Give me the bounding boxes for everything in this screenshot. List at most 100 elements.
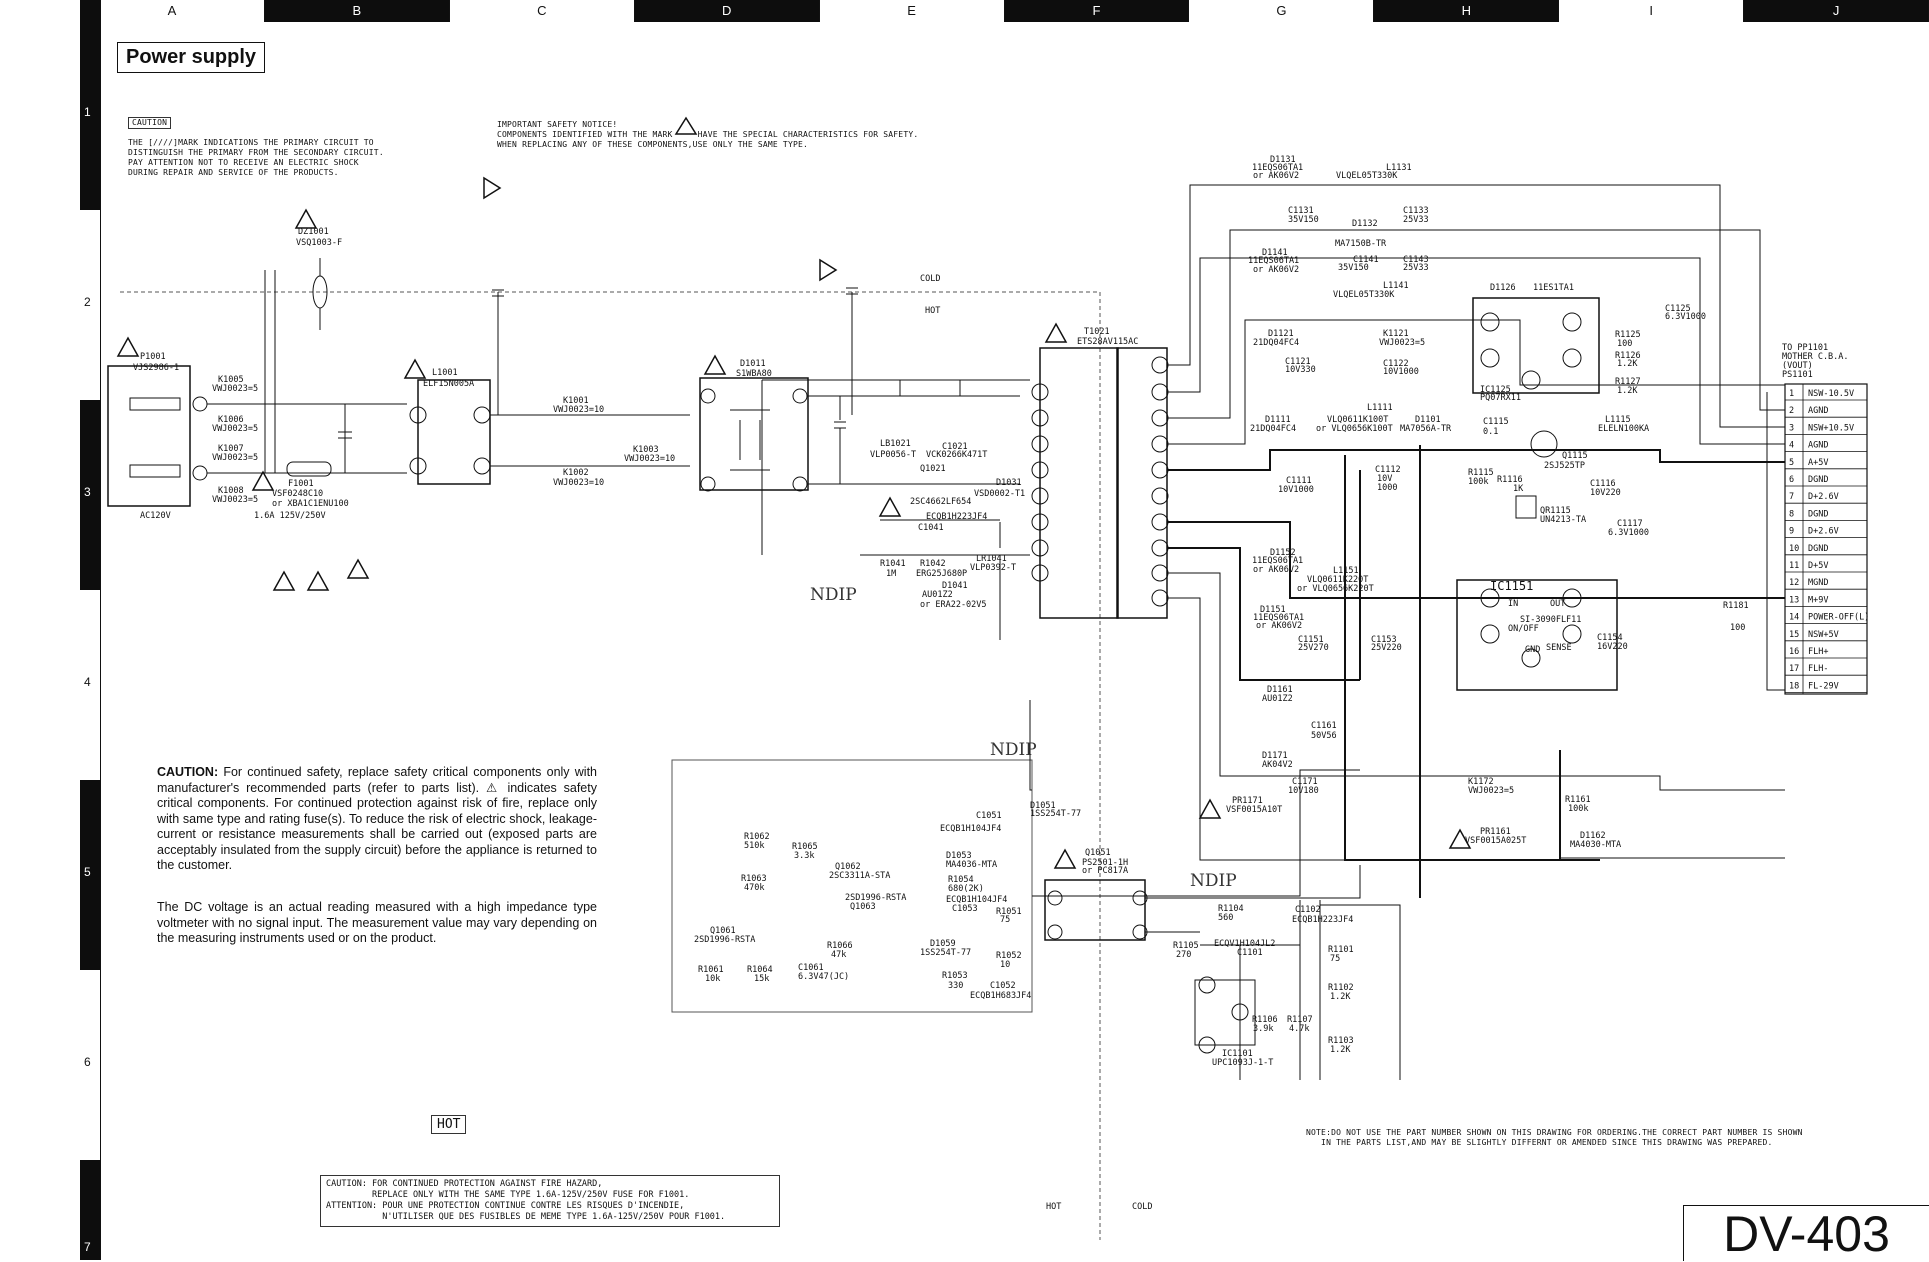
- svg-text:VWJ0023=10: VWJ0023=10: [553, 478, 604, 488]
- connector-pin-number: 7: [1789, 492, 1794, 502]
- svg-text:R1105: R1105: [1173, 941, 1199, 951]
- svg-text:SI-3090FLF11: SI-3090FLF11: [1520, 615, 1581, 625]
- svg-text:PS1101: PS1101: [1782, 370, 1813, 380]
- svg-text:TO PP1101: TO PP1101: [1782, 343, 1828, 353]
- svg-text:or AK06V2: or AK06V2: [1256, 621, 1302, 631]
- svg-text:DZ1001: DZ1001: [298, 227, 329, 237]
- svg-text:R1064: R1064: [747, 965, 773, 975]
- svg-text:R1054: R1054: [948, 875, 974, 885]
- svg-text:11EQS06TA1: 11EQS06TA1: [1252, 556, 1303, 566]
- svg-text:C1153: C1153: [1371, 635, 1397, 645]
- svg-text:L1141: L1141: [1383, 281, 1409, 291]
- svg-text:2SD1996-RSTA: 2SD1996-RSTA: [845, 893, 906, 903]
- hot-box: HOT: [431, 1115, 467, 1134]
- svg-text:15k: 15k: [754, 974, 769, 984]
- svg-text:1.2K: 1.2K: [1330, 992, 1351, 1002]
- connector-pin-name: A+5V: [1808, 458, 1828, 468]
- svg-text:VLP0392-T: VLP0392-T: [970, 563, 1016, 573]
- svg-text:21DQ04FC4: 21DQ04FC4: [1253, 338, 1299, 348]
- svg-text:100k: 100k: [1468, 477, 1488, 487]
- svg-text:Q1061: Q1061: [710, 926, 736, 936]
- svg-text:PR1161: PR1161: [1480, 827, 1511, 837]
- connector-pin-name: NSW+5V: [1808, 630, 1839, 640]
- svg-text:IC1125: IC1125: [1480, 385, 1511, 395]
- svg-text:25V33: 25V33: [1403, 215, 1429, 225]
- svg-text:L1001: L1001: [432, 368, 458, 378]
- svg-text:C1061: C1061: [798, 963, 824, 973]
- col-b: B: [264, 0, 450, 22]
- svg-text:VCK0266K471T: VCK0266K471T: [926, 450, 987, 460]
- svg-text:(VOUT): (VOUT): [1782, 361, 1813, 371]
- row-4: 4: [80, 590, 100, 780]
- ndip-label-1: NDIP: [810, 585, 857, 605]
- connector-pin-number: 17: [1789, 664, 1799, 674]
- row-5: 5: [80, 780, 100, 970]
- ndip-label-2: NDIP: [990, 740, 1037, 760]
- svg-text:VWJ0023=5: VWJ0023=5: [1379, 338, 1425, 348]
- col-a: A: [80, 0, 265, 22]
- svg-text:10V: 10V: [1377, 474, 1392, 484]
- svg-text:C1051: C1051: [976, 811, 1002, 821]
- svg-text:T1021: T1021: [1084, 327, 1110, 337]
- svg-text:C1116: C1116: [1590, 479, 1616, 489]
- svg-text:K1172: K1172: [1468, 777, 1494, 787]
- svg-text:10k: 10k: [705, 974, 720, 984]
- svg-text:K1005: K1005: [218, 375, 244, 385]
- svg-text:COLD: COLD: [1132, 1202, 1152, 1212]
- caution-lead: CAUTION:: [157, 765, 219, 779]
- svg-text:10V330: 10V330: [1285, 365, 1316, 375]
- col-i: I: [1559, 0, 1745, 22]
- column-index-bar: A B C D E F G H I J: [80, 0, 1929, 22]
- svg-text:ON/OFF: ON/OFF: [1508, 624, 1539, 634]
- svg-text:L1115: L1115: [1605, 415, 1631, 425]
- svg-text:L1111: L1111: [1367, 403, 1393, 413]
- svg-text:K1008: K1008: [218, 486, 244, 496]
- svg-text:D1152: D1152: [1270, 548, 1296, 558]
- svg-text:D1161: D1161: [1267, 685, 1293, 695]
- connector-pin-number: 1: [1789, 389, 1794, 399]
- svg-text:D1051: D1051: [1030, 801, 1056, 811]
- svg-text:C1143: C1143: [1403, 255, 1429, 265]
- svg-text:L1151: L1151: [1333, 566, 1359, 576]
- svg-text:510k: 510k: [744, 841, 764, 851]
- col-g: G: [1189, 0, 1375, 22]
- svg-text:R1103: R1103: [1328, 1036, 1354, 1046]
- svg-text:C1161: C1161: [1311, 721, 1337, 731]
- svg-text:or PC817A: or PC817A: [1082, 866, 1128, 876]
- svg-text:2SJ525TP: 2SJ525TP: [1544, 461, 1585, 471]
- svg-text:C1112: C1112: [1375, 465, 1401, 475]
- svg-text:6.3V1000: 6.3V1000: [1608, 528, 1649, 538]
- svg-text:ELELN100KA: ELELN100KA: [1598, 424, 1649, 434]
- svg-text:QR1115: QR1115: [1540, 506, 1571, 516]
- svg-text:C1171: C1171: [1292, 777, 1318, 787]
- svg-text:R1061: R1061: [698, 965, 724, 975]
- safety-notice: IMPORTANT SAFETY NOTICE! COMPONENTS IDEN…: [497, 120, 919, 149]
- connector-pin-number: 11: [1789, 561, 1799, 571]
- svg-text:L1131: L1131: [1386, 163, 1412, 173]
- svg-text:C1131: C1131: [1288, 206, 1314, 216]
- svg-text:ERG25J680P: ERG25J680P: [916, 569, 967, 579]
- svg-text:21DQ04FC4: 21DQ04FC4: [1250, 424, 1296, 434]
- svg-text:PS2501-1H: PS2501-1H: [1082, 858, 1128, 868]
- svg-text:R1051: R1051: [996, 907, 1022, 917]
- svg-text:25V33: 25V33: [1403, 263, 1429, 273]
- ndip-label-3: NDIP: [1190, 871, 1237, 891]
- svg-text:VLP0056-T: VLP0056-T: [870, 450, 916, 460]
- svg-text:MA7150B-TR: MA7150B-TR: [1335, 239, 1387, 249]
- svg-text:K1001: K1001: [563, 396, 589, 406]
- svg-text:D1131: D1131: [1270, 155, 1296, 165]
- svg-text:2SC4662LF654: 2SC4662LF654: [910, 497, 971, 507]
- svg-text:R1104: R1104: [1218, 904, 1244, 914]
- svg-text:100k: 100k: [1568, 804, 1588, 814]
- svg-text:UPC1093J-1-T: UPC1093J-1-T: [1212, 1058, 1273, 1068]
- svg-text:F1001: F1001: [288, 479, 314, 489]
- caution-body: For continued safety, replace safety cri…: [157, 765, 597, 872]
- svg-text:C1052: C1052: [990, 981, 1016, 991]
- svg-text:ETS28AV115AC: ETS28AV115AC: [1077, 337, 1138, 347]
- svg-text:D1101: D1101: [1415, 415, 1441, 425]
- svg-text:25V270: 25V270: [1298, 643, 1329, 653]
- svg-text:4.7k: 4.7k: [1289, 1024, 1309, 1034]
- svg-text:or AK06V2: or AK06V2: [1253, 265, 1299, 275]
- svg-text:UN4213-TA: UN4213-TA: [1540, 515, 1586, 525]
